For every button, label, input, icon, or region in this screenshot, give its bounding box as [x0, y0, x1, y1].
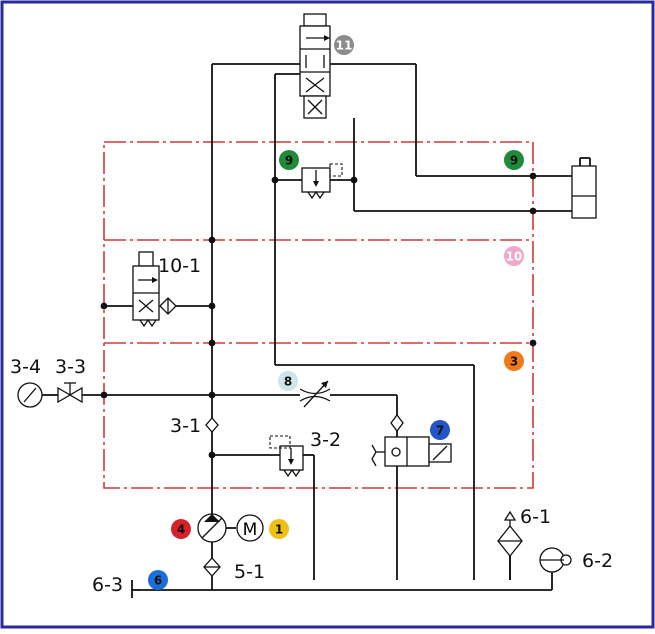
label-6-1: 6-1	[520, 506, 551, 528]
badge-number: 11	[336, 39, 353, 53]
label-3-4: 3-4	[10, 356, 41, 378]
label-5-1: 5-1	[234, 561, 265, 583]
badge-circle	[171, 519, 191, 539]
motor-symbol: M	[243, 520, 258, 540]
badge-8: 8	[278, 371, 298, 391]
suction-filter-5-1	[203, 557, 221, 590]
badge-number: 1	[275, 523, 283, 537]
label-6-2: 6-2	[582, 550, 613, 572]
badge-6: 6	[148, 570, 168, 590]
badge-9-cylinder: 9	[504, 150, 524, 170]
relief-valve-9	[301, 163, 343, 200]
shutoff-valve-3-3	[57, 382, 83, 404]
badge-number: 10	[506, 250, 523, 264]
tank-6-3	[131, 580, 140, 598]
label-3-1: 3-1	[170, 415, 201, 437]
badge-1: 1	[269, 519, 289, 539]
badge-circle	[430, 420, 450, 440]
pressure-gauge-3-4	[17, 382, 58, 408]
badge-7: 7	[430, 420, 450, 440]
level-gauge-6-2	[539, 547, 572, 573]
label-6-3: 6-3	[92, 574, 123, 596]
badge-circle	[279, 150, 299, 170]
throttle-valve-8	[299, 380, 331, 408]
badge-number: 4	[177, 523, 185, 537]
badge-3: 3	[504, 351, 524, 371]
label-3-2: 3-2	[310, 429, 341, 451]
badge-9-valve: 9	[279, 150, 299, 170]
return-filter-6-1	[497, 510, 523, 580]
badge-number: 8	[284, 375, 292, 389]
directional-valve-11	[299, 13, 331, 119]
badge-number: 3	[510, 355, 518, 369]
badge-number: 7	[436, 424, 444, 438]
hydraulic-lines	[80, 63, 572, 591]
section-boundaries	[103, 141, 534, 489]
badge-11: 11	[334, 35, 354, 55]
check-valve-3-1	[205, 417, 219, 433]
hydraulic-cylinder	[571, 157, 597, 219]
pump-motor-unit: M	[197, 513, 264, 558]
junction-dots	[100, 172, 537, 459]
badge-number: 9	[285, 154, 293, 168]
badge-circle	[334, 35, 354, 55]
badge-circle	[278, 371, 298, 391]
badge-number: 9	[510, 154, 518, 168]
valve-10-1	[132, 251, 177, 328]
badge-4: 4	[171, 519, 191, 539]
label-10-1: 10-1	[158, 255, 201, 277]
badge-circle	[504, 351, 524, 371]
badge-circle	[148, 570, 168, 590]
badge-circle	[269, 519, 289, 539]
badge-number: 6	[154, 574, 162, 588]
badge-10: 10	[504, 246, 524, 266]
relief-valve-3-2	[269, 435, 304, 478]
badge-circle	[504, 246, 524, 266]
solenoid-valve-7	[371, 413, 452, 467]
badge-circle	[504, 150, 524, 170]
label-3-3: 3-3	[55, 356, 86, 378]
